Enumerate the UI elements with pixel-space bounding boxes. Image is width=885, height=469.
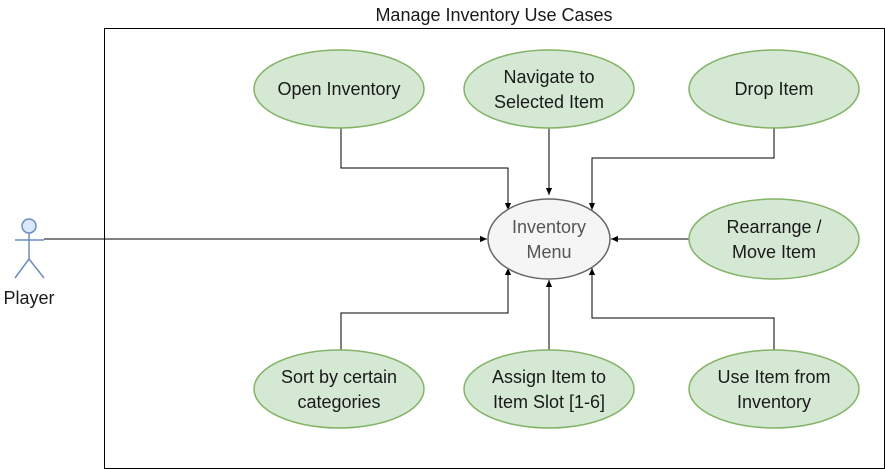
edges — [44, 128, 775, 350]
actor-player[interactable]: Player — [3, 218, 55, 308]
use-case-rearrange-move-item[interactable]: Rearrange / Move Item — [688, 198, 860, 280]
edge-sort — [340, 268, 512, 350]
actor-head-icon — [21, 218, 37, 234]
use-case-drop-item[interactable]: Drop Item — [688, 49, 860, 129]
center-label-line-1: Inventory — [512, 217, 586, 237]
edge-open-inventory — [340, 128, 512, 210]
use-case-label-line-2: Inventory — [737, 392, 811, 412]
use-case-use-item-from-inventory[interactable]: Use Item from Inventory — [688, 349, 860, 429]
use-case-label-line-1: Navigate to — [503, 67, 594, 87]
use-case-label-line-1: Sort by certain — [281, 367, 397, 387]
use-case-label-line-2: Selected Item — [494, 92, 604, 112]
use-case-label-line-1: Use Item from — [717, 367, 830, 387]
use-case-label-line-2: Item Slot [1-6] — [493, 392, 605, 412]
use-case-sort-by-categories[interactable]: Sort by certain categories — [253, 349, 425, 429]
use-case-label-line-2: categories — [297, 392, 380, 412]
edge-drop-item — [588, 128, 775, 210]
use-case-label: Drop Item — [734, 79, 813, 99]
center-node[interactable]: Inventory Menu — [487, 198, 611, 280]
use-case-open-inventory[interactable]: Open Inventory — [253, 49, 425, 129]
actor-label: Player — [3, 288, 54, 308]
use-case-navigate-to-selected-item[interactable]: Navigate to Selected Item — [463, 49, 635, 129]
center-label-line-2: Menu — [526, 242, 571, 262]
use-case-label: Open Inventory — [277, 79, 400, 99]
use-case-label-line-1: Assign Item to — [492, 367, 606, 387]
edge-use-item — [588, 268, 775, 350]
use-case-label-line-1: Rearrange / — [726, 217, 821, 237]
diagram-title: Manage Inventory Use Cases — [375, 5, 612, 25]
use-case-assign-item-to-slot[interactable]: Assign Item to Item Slot [1-6] — [463, 349, 635, 429]
use-case-label-line-2: Move Item — [732, 242, 816, 262]
